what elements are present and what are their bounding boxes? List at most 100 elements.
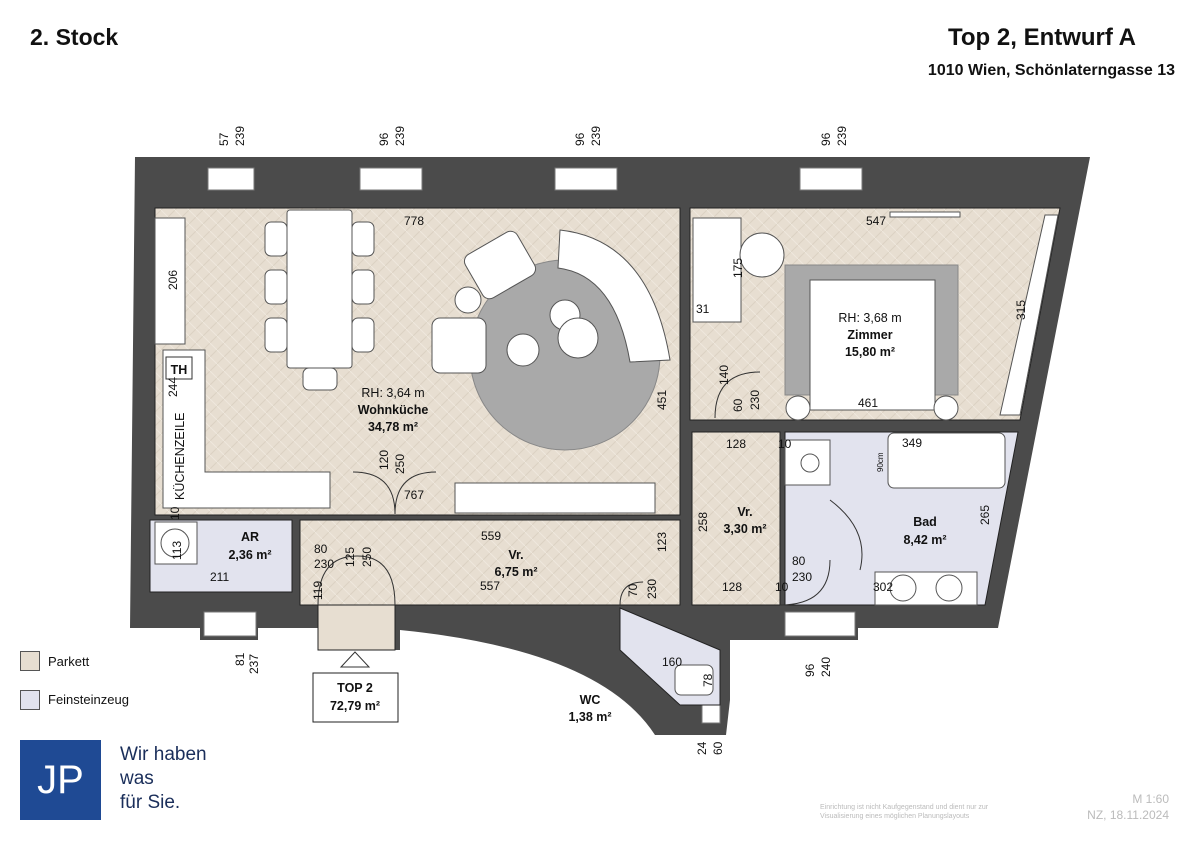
disclaimer-line: Visualisierung eines möglichen Planungsl… [820,813,970,820]
slogan-line: was [120,768,154,789]
dim: 80 [792,554,806,568]
dim: 128 [722,580,742,594]
slogan-line: für Sie. [120,792,181,813]
doors [317,371,863,606]
ar-area: 2,36 m² [228,548,271,562]
dim: 244 [166,377,180,397]
dim: 211 [210,570,229,584]
dim: 265 [978,505,992,525]
unit-area: 72,79 m² [330,699,380,713]
dim: 547 [866,214,886,228]
slogan-line: Wir haben [120,744,207,765]
vr2-floor [691,431,781,606]
dim: 240 [819,657,833,677]
zimmer-name: Zimmer [847,328,892,342]
dim: 230 [314,557,334,571]
entrance-floor [317,604,396,651]
address: 1010 Wien, Schönlaterngasse 13 [927,62,1175,79]
dim: 10 [775,580,789,594]
dim: 239 [835,126,849,146]
zimmer-area: 15,80 m² [845,345,895,359]
dim: 96 [377,132,391,146]
dim: 120 [377,450,391,470]
dim: 57 [217,132,231,146]
dim: 119 [311,581,325,600]
dim: 60 [711,741,725,755]
dim: 81 [233,652,247,666]
scale: M 1:60 [1132,792,1169,806]
dim: 230 [645,579,659,599]
dim: 10 [168,506,182,520]
dimensions: 57 239 96 239 96 239 96 239 778 547 206 … [166,126,1028,755]
dim: 315 [1014,300,1028,320]
entrance-arrow-icon [339,651,371,668]
dim: 250 [393,454,407,474]
unit-box [312,672,399,723]
vr1-floor [299,519,681,606]
dim: 125 [343,547,357,567]
dim: 96 [819,132,833,146]
dim: 140 [717,365,731,385]
vr2-area: 3,30 m² [723,522,766,536]
dim: 175 [731,258,745,278]
vr1-name: Vr. [508,548,523,562]
dim: 239 [393,126,407,146]
plan-date: NZ, 18.11.2024 [1087,808,1169,822]
dim: 349 [902,436,922,450]
dim: 128 [726,437,746,451]
dim: 96 [573,132,587,146]
dim: 206 [166,270,180,290]
dim: 239 [589,126,603,146]
furniture [154,209,1059,696]
dim: 24 [695,741,709,755]
legend-label-feinsteinzeug: Feinsteinzeug [48,692,129,707]
wohnkueche-name: Wohnküche [358,403,429,417]
dim: 60 [731,398,745,412]
dim: 10 [778,437,792,451]
plan-title: Top 2, Entwurf A [948,24,1136,51]
dim: 31 [696,302,710,316]
jp-logo: JP [20,740,101,820]
unit-name: TOP 2 [337,681,373,695]
dim: 70 [626,583,640,597]
legend-label-parkett: Parkett [48,654,90,669]
bad-area: 8,42 m² [903,533,946,547]
dim: 80 [314,542,328,556]
zimmer-height: RH: 3,68 m [838,311,901,325]
dim: 230 [748,390,762,410]
dim: 123 [655,532,669,552]
dim: 239 [233,126,247,146]
dim: 230 [792,570,812,584]
th-label: TH [171,363,188,377]
tub-width: 90cm [876,452,885,472]
dim: 557 [480,579,500,593]
wohnkueche-area: 34,78 m² [368,420,418,434]
dim: 113 [170,541,184,560]
wohnkueche-height: RH: 3,64 m [361,386,424,400]
dim: 250 [360,547,374,567]
legend-swatch-feinsteinzeug [20,690,40,710]
dim: 96 [803,663,817,677]
slogan: Wir haben was für Sie. [120,743,207,815]
disclaimer-line: Einrichtung ist nicht Kaufgegenstand und… [820,804,989,811]
dim: 78 [701,673,715,687]
kitchen-label: KÜCHENZEILE [173,412,187,500]
bad-name: Bad [913,515,937,529]
vr1-area: 6,75 m² [494,565,537,579]
dim: 237 [247,654,261,674]
dim: 778 [404,214,424,228]
dim: 302 [873,580,893,594]
dim: 767 [404,488,424,502]
dim: 258 [696,512,710,532]
dim: 461 [858,396,878,410]
dim: 451 [655,390,669,410]
floor-label: 2. Stock [30,24,119,50]
wc-area: 1,38 m² [568,710,611,724]
legend-swatch-parkett [20,651,40,671]
windows [203,167,863,724]
ar-name: AR [241,530,259,544]
disclaimer: Einrichtung ist nicht Kaufgegenstand und… [820,803,988,821]
vr2-name: Vr. [737,505,752,519]
dim: 160 [662,655,682,669]
